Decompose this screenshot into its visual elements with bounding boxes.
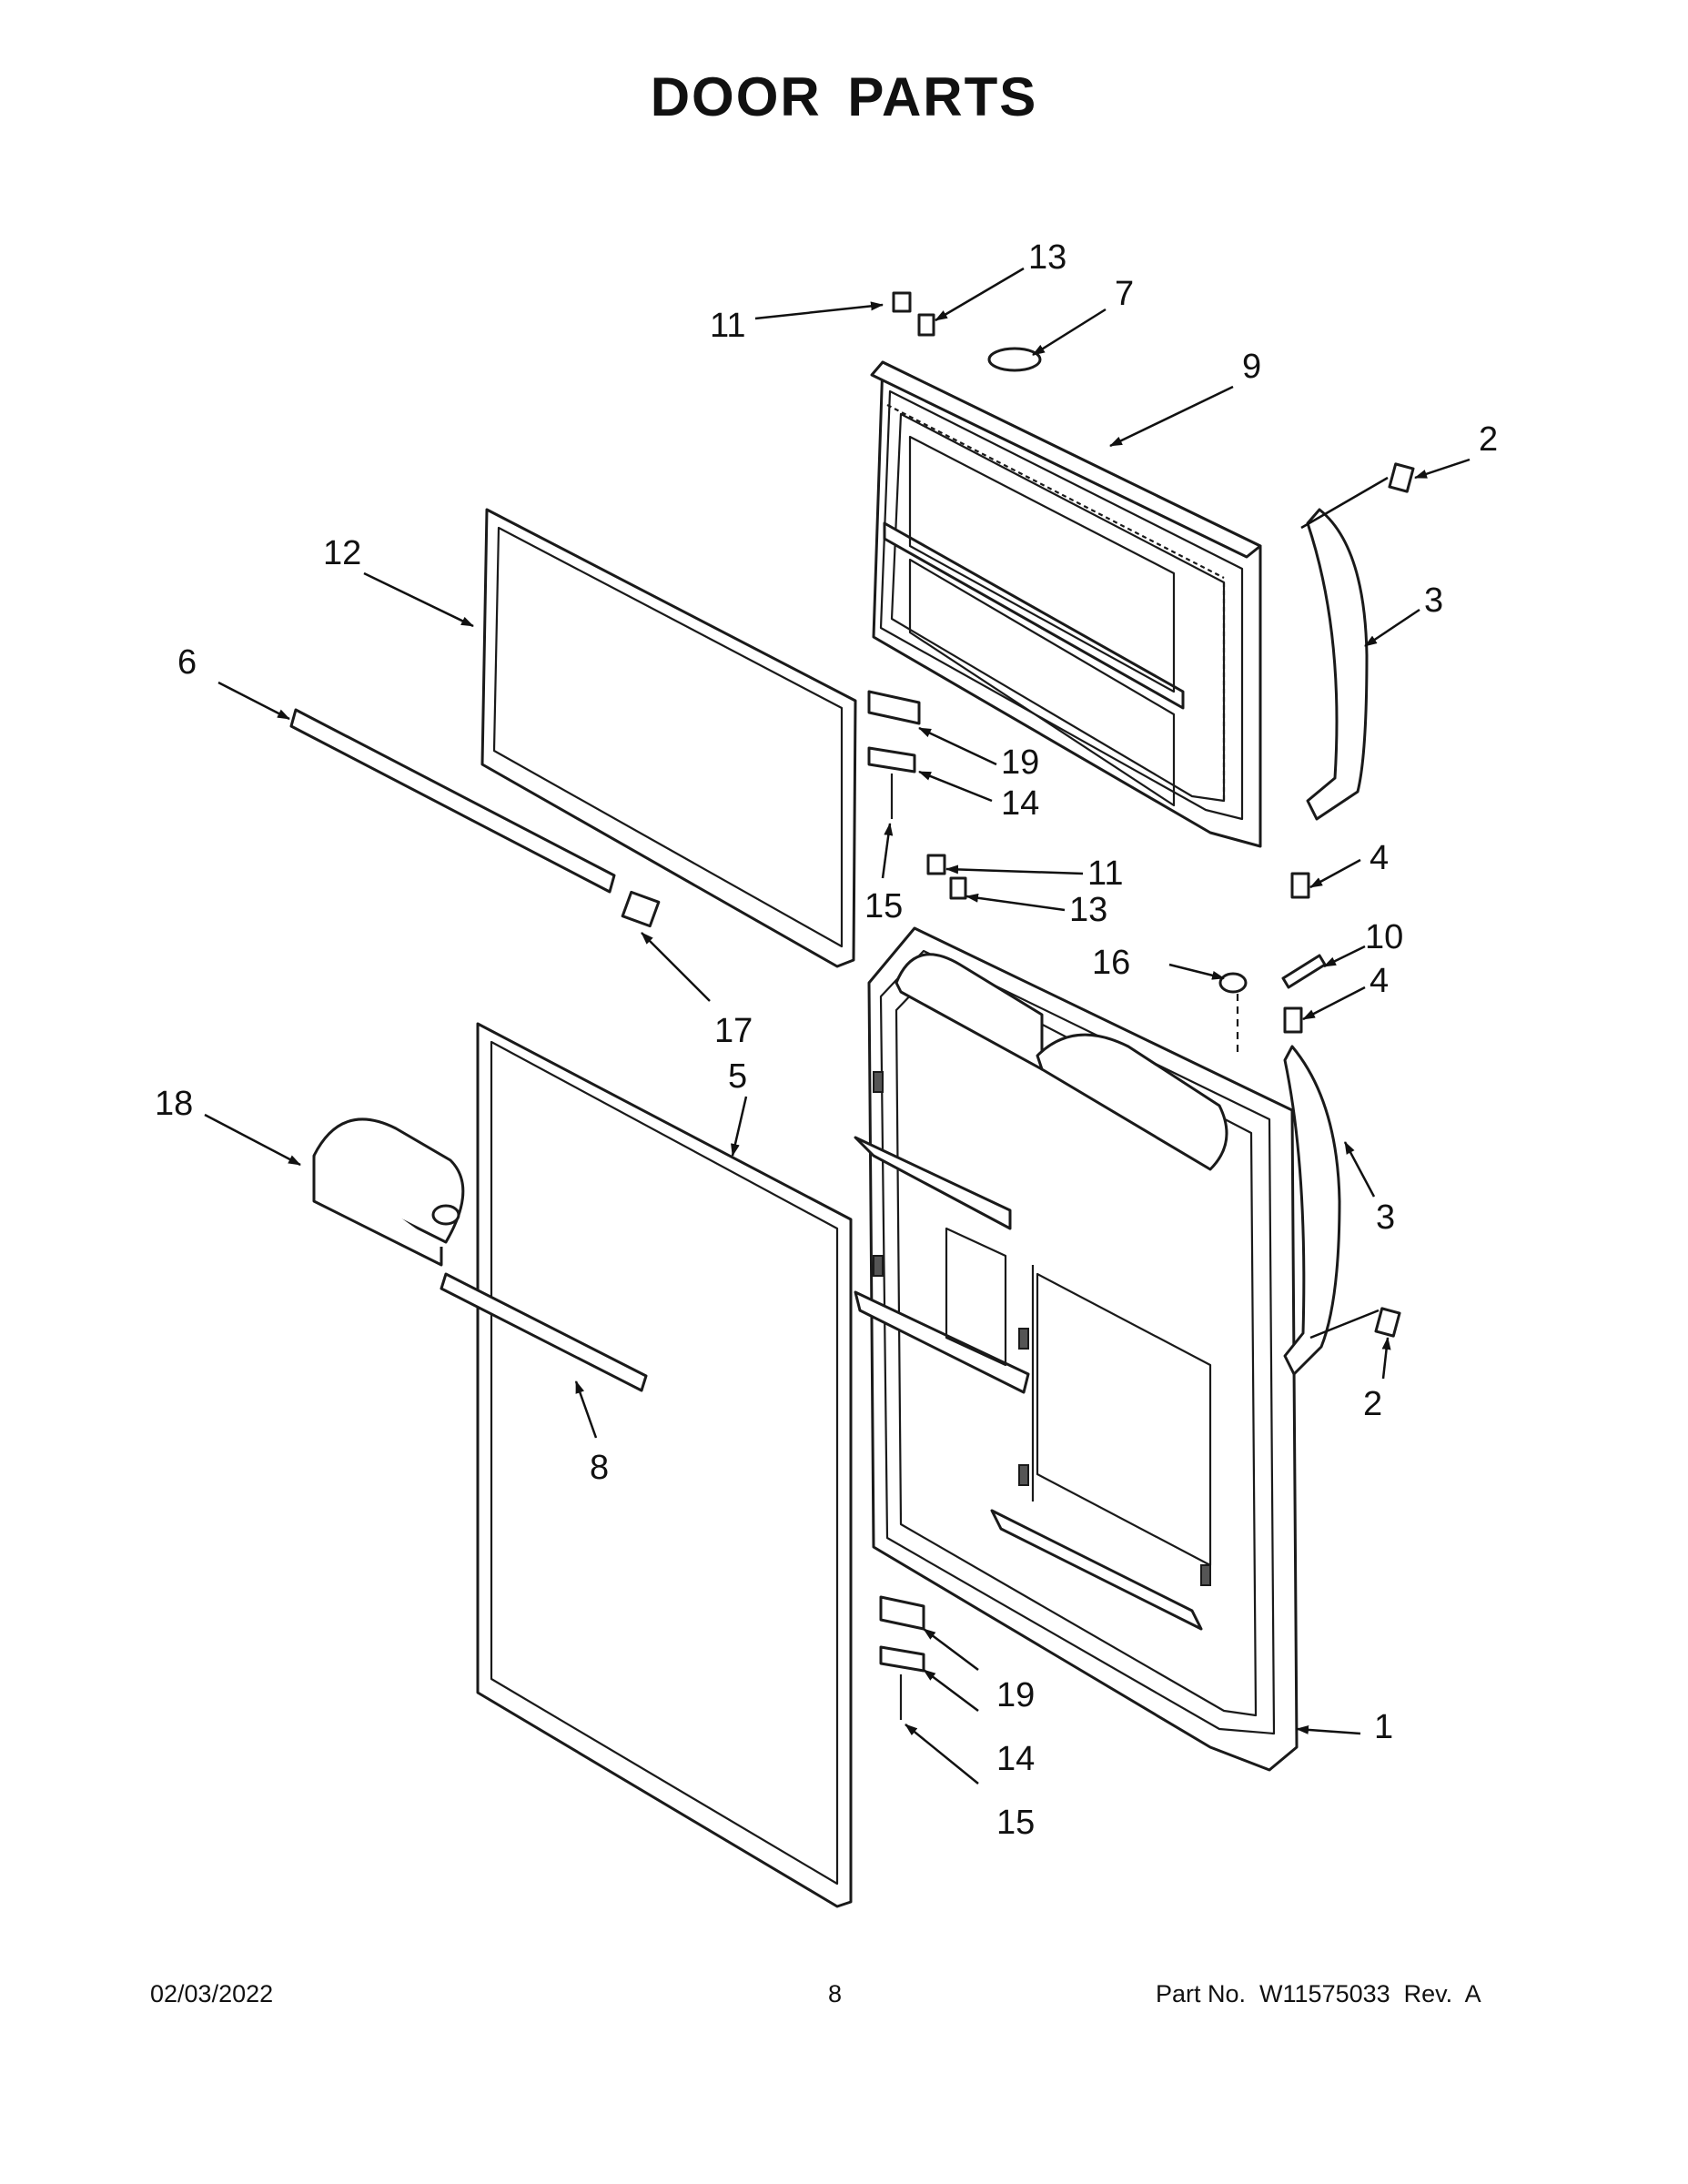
callout-3-upper: 3 <box>1424 581 1443 620</box>
footer-date: 02/03/2022 <box>150 1980 274 2007</box>
callout-1: 1 <box>1374 1708 1393 1746</box>
callout-2-upper: 2 <box>1479 420 1498 459</box>
callout-8: 8 <box>590 1449 609 1487</box>
callout-11-upper: 11 <box>710 307 745 345</box>
callout-labels: 1 2 2 3 3 4 4 5 6 7 8 9 10 11 11 12 13 1… <box>155 238 1498 1842</box>
callout-15-upper: 15 <box>864 887 903 925</box>
callout-7: 7 <box>1115 275 1134 313</box>
callout-2-lower: 2 <box>1363 1385 1382 1423</box>
callout-9: 9 <box>1242 348 1261 386</box>
callout-10: 10 <box>1365 918 1403 956</box>
callout-4-lower: 4 <box>1370 962 1389 1000</box>
fresh-food-door-trim <box>440 1272 648 1392</box>
trim-end-cap <box>621 890 661 928</box>
fresh-food-door-gasket <box>476 1022 853 1908</box>
callout-14-upper: 14 <box>1001 784 1039 823</box>
callout-18: 18 <box>155 1085 193 1123</box>
callout-4-upper: 4 <box>1370 839 1389 877</box>
dairy-door-bin <box>312 1117 465 1267</box>
door-handle-lower <box>1283 1045 1401 1376</box>
callout-5: 5 <box>728 1057 747 1096</box>
freezer-door-gasket <box>480 508 857 968</box>
callout-11-lower: 11 <box>1087 854 1123 893</box>
callout-17: 17 <box>714 1012 753 1050</box>
callout-13-lower: 13 <box>1069 891 1107 929</box>
callout-19-upper: 19 <box>1001 743 1039 782</box>
leader-lines <box>204 267 1471 1785</box>
door-handle-upper <box>1300 462 1415 821</box>
callout-13-upper: 13 <box>1028 238 1066 277</box>
page-title: DOOR PARTS <box>650 66 1038 127</box>
callout-16: 16 <box>1092 944 1130 982</box>
callout-14-lower: 14 <box>996 1740 1035 1778</box>
footer-page-number: 8 <box>828 1980 843 2007</box>
freezer-door-trim <box>289 708 616 894</box>
footer-part-number: Part No. W11575033 Rev. A <box>1156 1980 1481 2007</box>
callout-12: 12 <box>323 534 361 572</box>
callout-19-lower: 19 <box>996 1676 1035 1714</box>
callout-3-lower: 3 <box>1376 1198 1395 1237</box>
hinge-parts <box>867 291 1327 1720</box>
callout-6: 6 <box>177 643 197 682</box>
freezer-door-assembly <box>870 360 1262 848</box>
fresh-food-door-assembly <box>854 926 1299 1772</box>
callout-15-lower: 15 <box>996 1804 1035 1842</box>
